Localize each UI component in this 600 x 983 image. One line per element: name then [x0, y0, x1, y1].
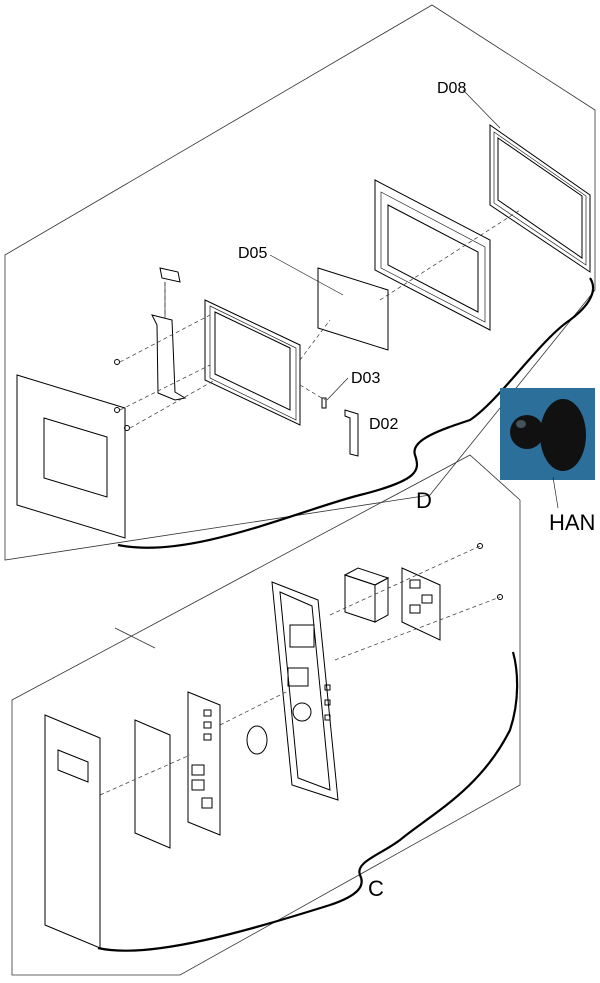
transformer-box [343, 567, 390, 623]
han-highlight [516, 420, 526, 428]
d08-choke-frame [489, 124, 591, 273]
door-inner-frame [204, 299, 301, 426]
callout-d03: D03 [351, 370, 380, 387]
door-outer-panel [16, 374, 126, 539]
han-handle-ball [510, 415, 544, 449]
han-label: HAN [549, 510, 595, 535]
d05-glass-panel [317, 267, 389, 351]
control-frame [271, 581, 339, 801]
control-knob [246, 725, 268, 755]
section-d-assembly-lines [119, 209, 521, 429]
callout-d02: D02 [369, 416, 398, 433]
section-c-label: C [368, 876, 384, 901]
callout-d05: D05 [238, 245, 267, 262]
d05-leader [269, 254, 344, 296]
callout-d08: D08 [437, 80, 466, 97]
han-leader [552, 476, 559, 509]
membrane-panel [134, 719, 171, 849]
screws [114, 359, 130, 431]
section-d-outline [4, 4, 596, 561]
d02-latch [344, 409, 359, 457]
section-c-outline [11, 454, 521, 976]
main-pcb [401, 567, 441, 641]
section-c-wire [97, 651, 519, 952]
screw-top [477, 543, 483, 549]
d08-leader [462, 89, 501, 129]
door-middle-frame [374, 179, 491, 331]
screw-bottom [497, 594, 503, 600]
han-handle-disc [540, 399, 586, 471]
control-panel-cover [44, 714, 101, 949]
section-divider-line [114, 627, 156, 649]
door-bracket [151, 267, 187, 401]
section-d-label: D [416, 488, 432, 513]
d03-leader [326, 377, 349, 401]
han-inset [500, 388, 595, 480]
d03-part [321, 397, 327, 409]
display-board [187, 691, 221, 836]
section-c-assembly-lines [99, 545, 501, 796]
section-d-wire [117, 277, 595, 549]
